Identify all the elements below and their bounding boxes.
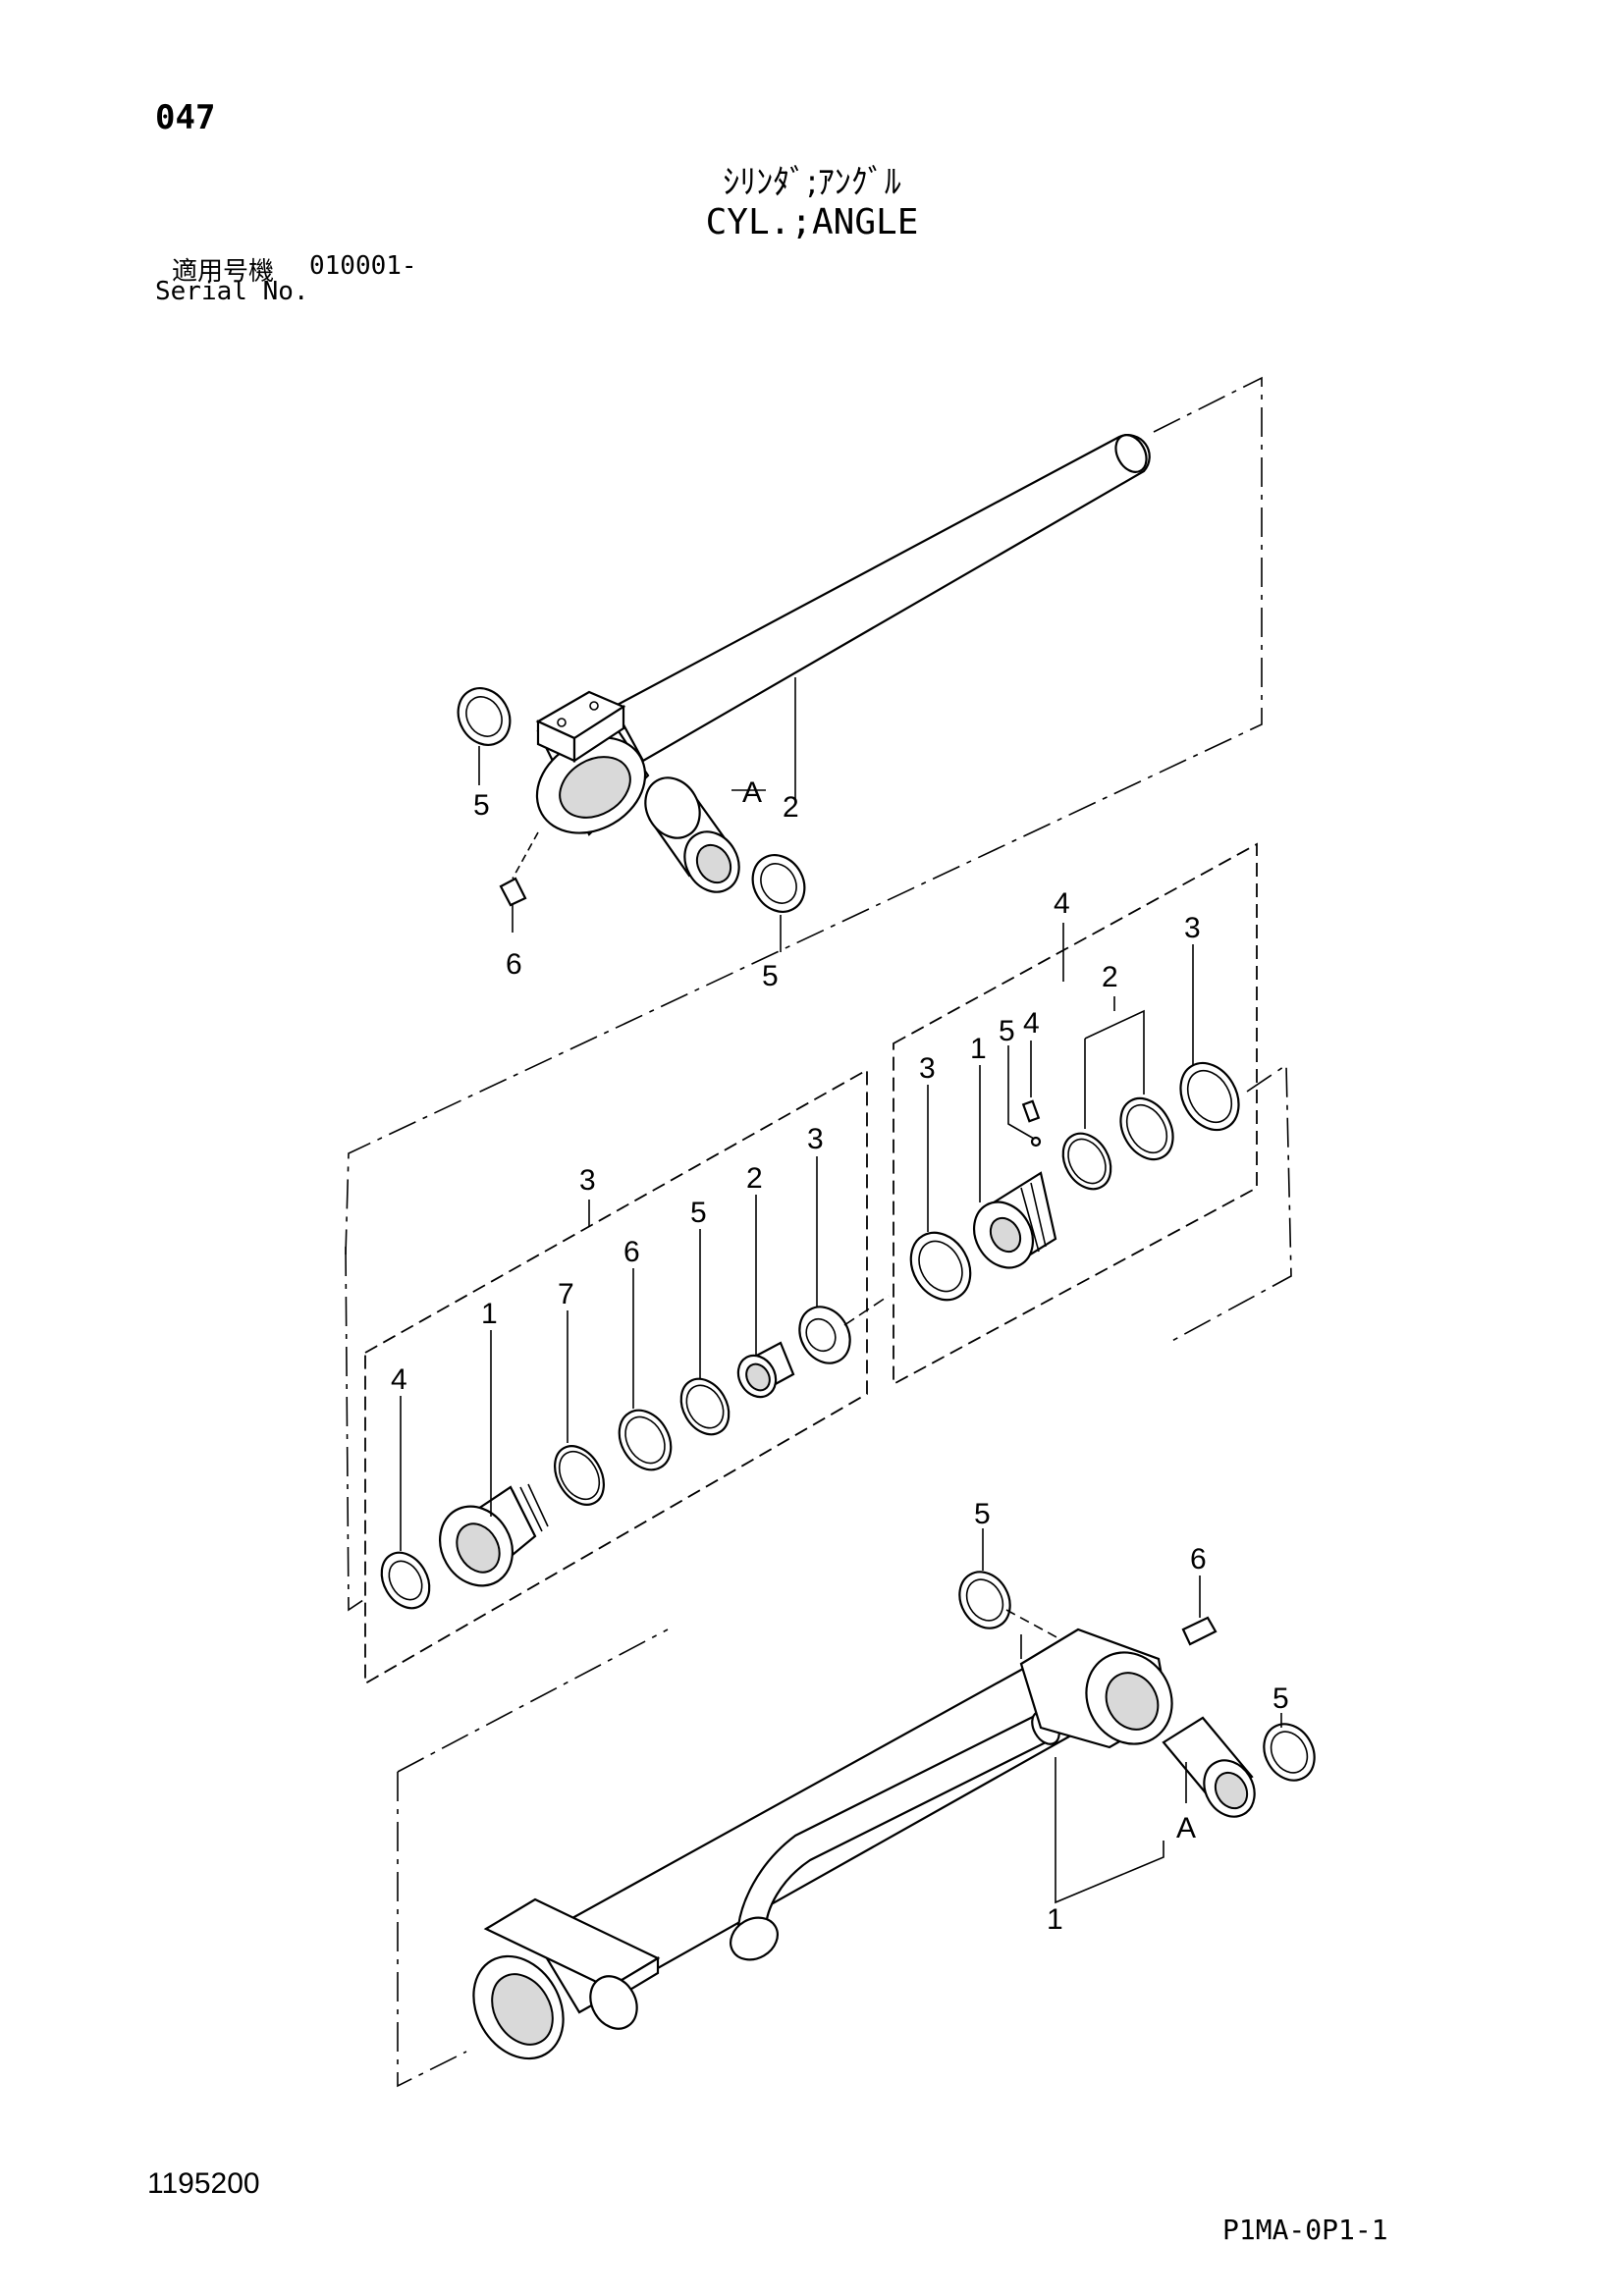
callout-rod-grease: 6 bbox=[506, 948, 522, 981]
callout-head-7: 7 bbox=[558, 1278, 574, 1310]
serial-number-value: 010001- bbox=[309, 251, 417, 281]
callout-head-1: 1 bbox=[481, 1298, 498, 1330]
callout-piston-1: 1 bbox=[970, 1033, 987, 1065]
callout-head-group: 3 bbox=[579, 1164, 596, 1197]
title-english: CYL.;ANGLE bbox=[705, 202, 919, 242]
title-japanese: ｼﾘﾝﾀﾞ;ｱﾝｸﾞﾙ bbox=[723, 163, 901, 202]
callout-piston-2: 2 bbox=[1102, 961, 1118, 993]
serial-label-english: Serial No. bbox=[155, 277, 309, 306]
cylinder-tube-assembly: 5 6 5 A 1 bbox=[397, 1498, 1316, 2088]
callout-tube-grease: 6 bbox=[1190, 1543, 1207, 1575]
callout-piston-3-left: 3 bbox=[919, 1052, 936, 1085]
callout-tube-1: 1 bbox=[1047, 1903, 1063, 1936]
callout-piston-3-right: 3 bbox=[1184, 912, 1201, 944]
callout-piston-5: 5 bbox=[999, 1015, 1015, 1047]
callout-head-3: 3 bbox=[807, 1123, 824, 1155]
page-number: 047 bbox=[155, 98, 216, 137]
callout-piston-group: 4 bbox=[1054, 887, 1070, 920]
callout-tube-seal-top: 5 bbox=[974, 1498, 991, 1530]
callout-tube-a: A bbox=[1176, 1812, 1196, 1844]
callout-head-5: 5 bbox=[690, 1197, 707, 1229]
callout-head-2: 2 bbox=[746, 1162, 763, 1195]
callout-rod-seal-left: 5 bbox=[473, 789, 490, 822]
callout-tube-seal-right: 5 bbox=[1272, 1682, 1289, 1715]
callout-piston-4: 4 bbox=[1023, 1007, 1040, 1040]
callout-rod-a: A bbox=[742, 776, 762, 809]
drawing-number: 1195200 bbox=[147, 2167, 260, 2200]
callout-rod-seal-bottom: 5 bbox=[762, 960, 779, 992]
callout-rod-2: 2 bbox=[783, 791, 799, 824]
callout-head-6: 6 bbox=[623, 1236, 640, 1268]
callout-head-4: 4 bbox=[391, 1363, 407, 1396]
piston-group: 4 3 1 5 4 2 bbox=[893, 842, 1292, 1386]
serial-label-japanese: 適用号機 bbox=[172, 257, 275, 287]
piston-rod-assembly: 5 A 2 6 5 bbox=[345, 376, 1263, 1255]
page-code: P1MA-0P1-1 bbox=[1222, 2214, 1388, 2246]
cylinder-head-group: 3 4 1 7 6 5 bbox=[345, 1068, 890, 1685]
